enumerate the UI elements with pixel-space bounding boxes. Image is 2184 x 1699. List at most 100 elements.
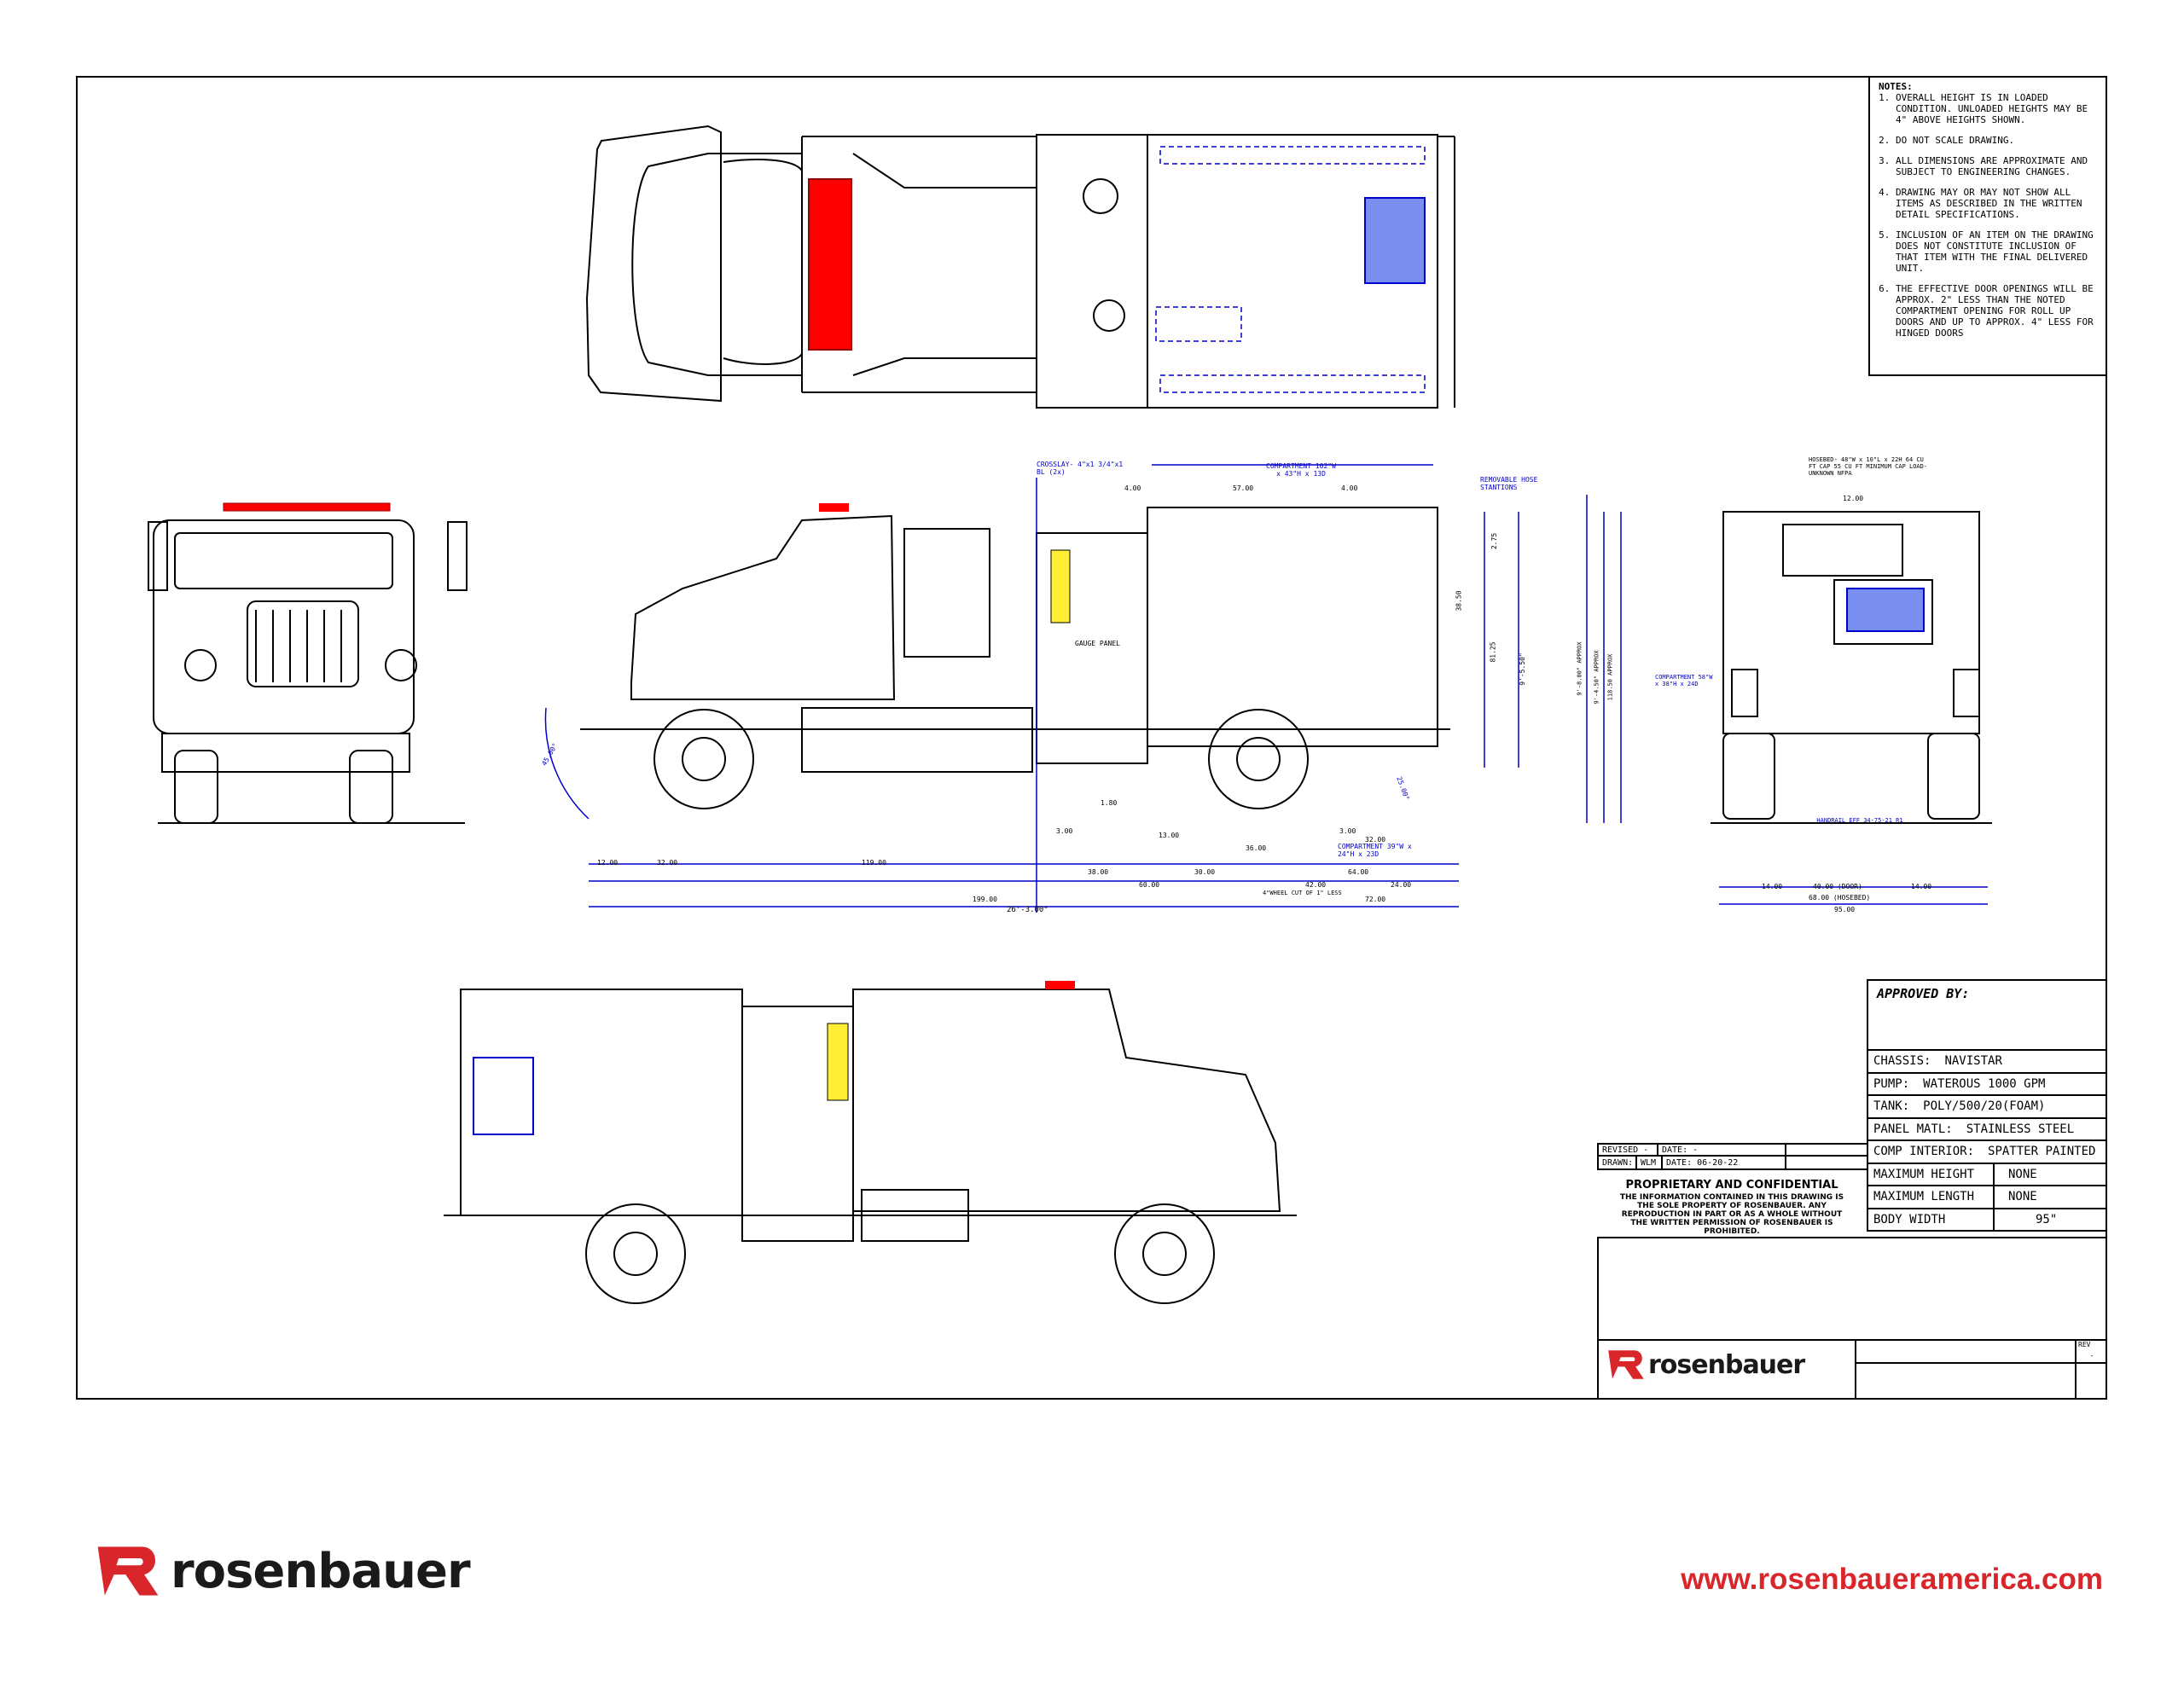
rear-height-2: 9'-4.50" APPROX — [1593, 650, 1600, 705]
website-link[interactable]: www.rosenbaueramerica.com — [1681, 1563, 2103, 1596]
proprietary-notice: PROPRIETARY AND CONFIDENTIAL THE INFORMA… — [1597, 1174, 1867, 1238]
dim-value: 95" — [2036, 1212, 2058, 1226]
officer-beacon — [1045, 981, 1075, 989]
dim-30-00: 30.00 — [1194, 868, 1216, 876]
dim-label: BODY WIDTH — [1868, 1209, 1995, 1230]
dim-36-00: 36.00 — [1246, 844, 1267, 852]
dim-64-00: 64.00 — [1348, 868, 1369, 876]
revised-date: DATE: - — [1658, 1145, 1786, 1155]
revision-box: REVISED - DATE: - DRAWN: WLM DATE: 06-20… — [1597, 1143, 1867, 1170]
rear-dim-14-00-b: 14.00 — [1911, 883, 1932, 890]
rear-height-3: 118.50 APPROX — [1606, 653, 1614, 701]
removable-hose-label: REMOVABLE HOSE STANTIONS — [1480, 476, 1538, 491]
title-block-vdivider — [1855, 1339, 1856, 1400]
rear-dim-12-00: 12.00 — [1843, 495, 1864, 502]
dim-1-80: 1.80 — [1101, 799, 1118, 807]
spec-table: APPROVED BY: CHASSIS:NAVISTAR PUMP: WATER… — [1867, 979, 2107, 1232]
rosenbauer-logo-icon — [97, 1546, 159, 1596]
drawing-notes: NOTES: OVERALL HEIGHT IS IN LOADED CONDI… — [1868, 76, 2107, 376]
footer-logo: rosenbauer — [89, 1542, 471, 1600]
dim-119-00: 119.00 — [862, 859, 886, 867]
gauge-panel-label: GAUGE PANEL — [1075, 640, 1120, 647]
dim-3-00: 3.00 — [1056, 827, 1073, 835]
dim-label: MAXIMUM HEIGHT — [1868, 1163, 1995, 1185]
crosslay-yellow — [1050, 549, 1071, 623]
spec-value: NAVISTAR — [1944, 1054, 2002, 1069]
title-block-divider — [1599, 1339, 2107, 1341]
spec-label: TANK: — [1873, 1099, 1910, 1114]
hosebed-grid — [1364, 197, 1426, 284]
spec-chassis: CHASSIS:NAVISTAR — [1868, 1051, 2107, 1074]
drawn-by: WLM — [1637, 1157, 1663, 1168]
side-dimensions — [544, 464, 1519, 913]
approved-by: APPROVED BY: — [1868, 981, 2107, 1051]
rosenbauer-logo-icon — [1608, 1350, 1644, 1379]
officer-crosslay-yellow — [827, 1023, 849, 1101]
dim-38-00: 38.00 — [1088, 868, 1109, 876]
drawn-date: DATE: 06-20-22 — [1663, 1157, 1786, 1168]
note-5: INCLUSION OF AN ITEM ON THE DRAWING DOES… — [1896, 229, 2099, 274]
spec-value: STAINLESS STEEL — [1966, 1122, 2075, 1136]
dim-57-00: 57.00 — [1233, 484, 1254, 492]
rear-dim-40-00: 40.00 (DOOR) — [1813, 883, 1862, 890]
dim-32-00-b: 32.00 — [1365, 836, 1386, 844]
dim-12-00: 12.00 — [597, 859, 619, 867]
revised-row: REVISED - DATE: - — [1599, 1145, 1867, 1157]
handrail-label: HANDRAIL EFF 34-75-21 R1 — [1816, 817, 1903, 824]
rev-cell: REV - — [2075, 1339, 2107, 1400]
proprietary-title: PROPRIETARY AND CONFIDENTIAL — [1625, 1179, 1838, 1192]
spec-value: POLY/500/20(FOAM) — [1923, 1099, 2046, 1114]
height-4: 38.50 — [1455, 590, 1463, 612]
dim-4-00-a: 4.00 — [1124, 484, 1141, 492]
rear-compartment-label: COMPARTMENT 58"W x 38"H x 24D — [1655, 674, 1713, 687]
revised-label: REVISED - — [1599, 1145, 1658, 1155]
dim-4-00-b: 4.00 — [1341, 484, 1358, 492]
dim-24-00: 24.00 — [1391, 881, 1412, 889]
title-block-lower: REV - rosenbauer — [1597, 1237, 2107, 1400]
note-2: DO NOT SCALE DRAWING. — [1896, 135, 2099, 146]
dim-label: MAXIMUM LENGTH — [1868, 1186, 1995, 1208]
spec-label: PANEL MATL: — [1873, 1122, 1953, 1136]
compartment-top-label: COMPARTMENT 102"W x 43"H x 13D — [1266, 462, 1336, 478]
dim-value: NONE — [2008, 1190, 2037, 1204]
officer-hose-stantion — [473, 1057, 534, 1135]
drawn-row: DRAWN: WLM DATE: 06-20-22 — [1599, 1157, 1867, 1168]
front-view — [148, 519, 468, 824]
rear-view — [1711, 511, 1992, 824]
title-block-brand: rosenbauer — [1648, 1349, 1805, 1380]
note-3: ALL DIMENSIONS ARE APPROXIMATE AND SUBJE… — [1896, 155, 2099, 177]
rev-value: - — [2089, 1352, 2094, 1360]
dim-max-length: MAXIMUM LENGTH NONE — [1868, 1186, 2107, 1209]
footer-brand: rosenbauer — [171, 1543, 471, 1599]
rear-dim-95-00: 95.00 — [1834, 906, 1856, 913]
dim-32-00: 32.00 — [657, 859, 678, 867]
spec-value: WATEROUS 1000 GPM — [1923, 1076, 2046, 1091]
height-1: 9'-5.50" — [1518, 652, 1526, 686]
dim-body-width: BODY WIDTH 95" — [1868, 1209, 2107, 1232]
dim-3-00-b: 3.00 — [1339, 827, 1356, 835]
dim-72-00: 72.00 — [1365, 896, 1386, 903]
spec-panel: PANEL MATL: STAINLESS STEEL — [1868, 1119, 2107, 1141]
spec-tank: TANK: POLY/500/20(FOAM) — [1868, 1096, 2107, 1119]
rear-dimensions — [1586, 495, 1988, 905]
spec-value: SPATTER PAINTED — [1988, 1145, 2096, 1159]
top-view — [585, 125, 1455, 409]
height-2: 81.25 — [1489, 641, 1497, 663]
note-4: DRAWING MAY OR MAY NOT SHOW ALL ITEMS AS… — [1896, 187, 2099, 220]
dim-13-00: 13.00 — [1159, 832, 1180, 839]
side-view-officer — [444, 989, 1297, 1304]
overall-length: 26'-3.00" — [1007, 906, 1048, 914]
notes-list: OVERALL HEIGHT IS IN LOADED CONDITION. U… — [1879, 92, 2099, 339]
spec-label: PUMP: — [1873, 1076, 1910, 1091]
beacon-top — [819, 503, 849, 512]
rear-height-1: 9'-8.00" APPROX — [1576, 641, 1583, 696]
title-block-logo: rosenbauer — [1606, 1348, 1805, 1382]
spec-label: COMP INTERIOR: — [1873, 1145, 1975, 1159]
height-3: 2.75 — [1490, 532, 1499, 550]
drawing-border — [76, 76, 2107, 1400]
dim-60-00: 60.00 — [1139, 881, 1160, 889]
dim-199-00: 199.00 — [973, 896, 997, 903]
rear-dim-14-00-a: 14.00 — [1762, 883, 1783, 890]
crosslay-label: CROSSLAY- 4"x1 3/4"x1 BL (2x) — [1037, 461, 1124, 476]
